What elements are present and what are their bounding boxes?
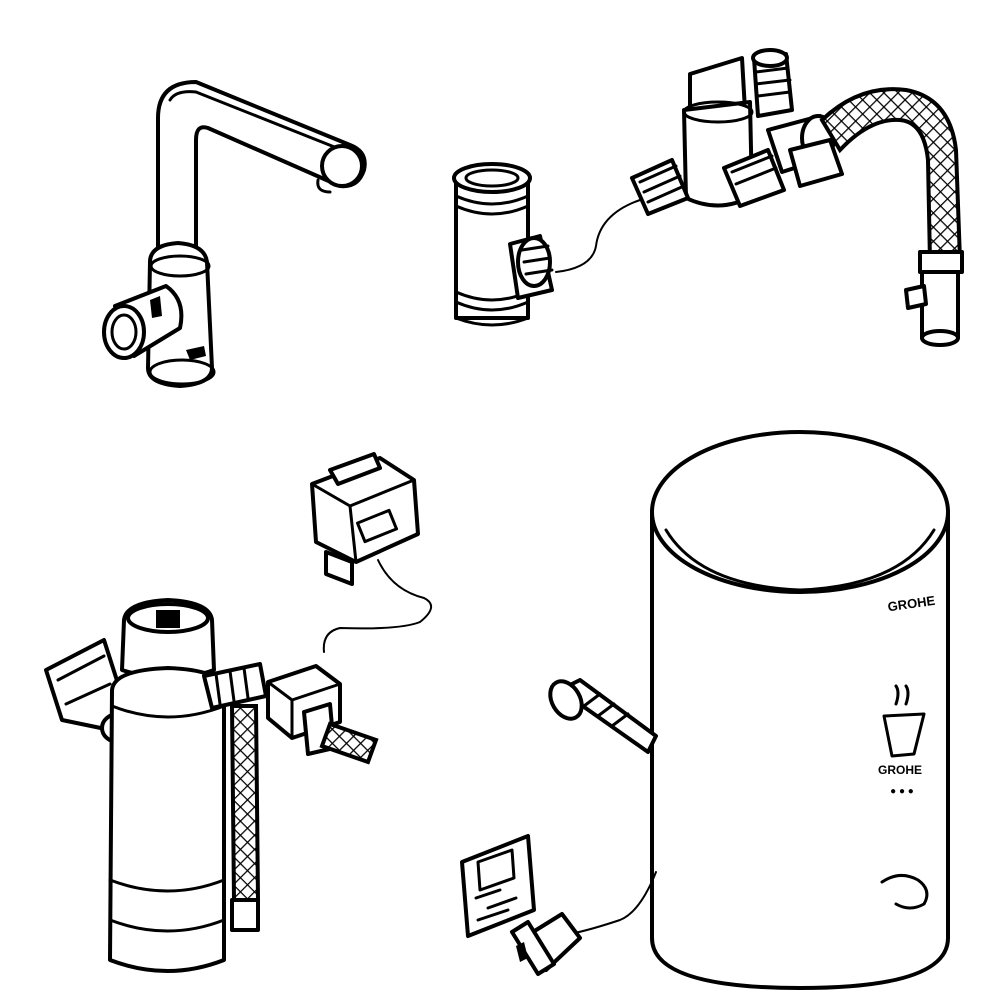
control-box <box>310 452 432 653</box>
faucet <box>102 80 367 388</box>
tank-brand-mid: GROHE <box>878 763 922 777</box>
power-plug-and-label <box>460 834 657 976</box>
flow-meter-tee <box>452 162 641 327</box>
filter-assembly <box>44 598 379 973</box>
boiler-tank <box>548 430 950 990</box>
tank-status-marks: ● ● ● <box>890 786 914 797</box>
tank-brand-top: GROHE <box>887 593 937 615</box>
valve-assembly <box>630 48 964 347</box>
